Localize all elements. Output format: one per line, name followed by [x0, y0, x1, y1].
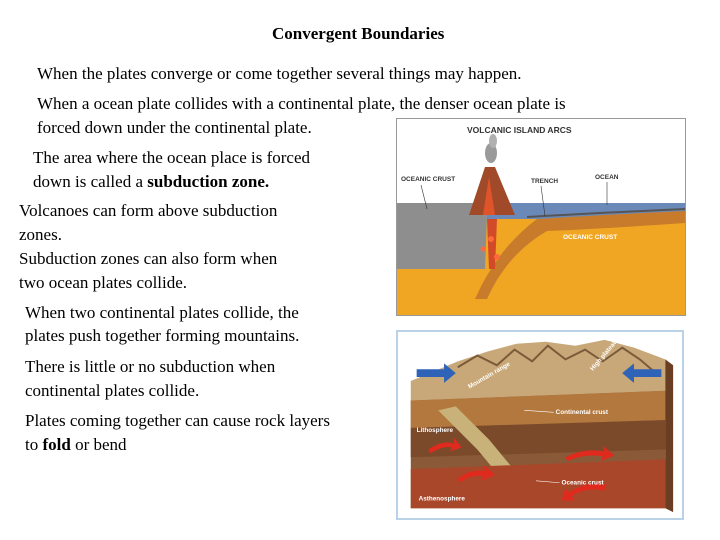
paragraph-ocean-continental-1: When a ocean plate collides with a conti…: [37, 94, 566, 113]
fig1-label-oceanic-crust-right: OCEANIC CRUST: [563, 234, 617, 241]
paragraph-continental-1: When two continental plates collide, the: [25, 303, 299, 322]
fig1-label-oceanic-crust-left: OCEANIC CRUST: [401, 176, 455, 183]
paragraph-volcanoes-1: Volcanoes can form above subduction: [19, 201, 278, 220]
paragraph-subduction-1: The area where the ocean place is forced: [33, 148, 311, 167]
subducting-plate: [475, 211, 685, 299]
paragraph-volcanoes-2: zones.: [19, 225, 62, 244]
paragraph-ocean-ocean-2: two ocean plates collide.: [19, 273, 188, 292]
oceanic-crust-left: [397, 203, 487, 269]
paragraph-no-subduction-1: There is little or no subduction when: [25, 357, 276, 376]
convection-arrow-2: [565, 445, 615, 462]
subduction-text: down is called a: [33, 172, 148, 191]
left-push-arrow: [416, 363, 456, 383]
fig1-label-ocean: OCEAN: [595, 174, 619, 181]
convection-arrow-1: [457, 465, 495, 483]
page-title: Convergent Boundaries: [272, 24, 445, 43]
convection-arrow-4: [428, 437, 462, 454]
fig1-label-trench: TRENCH: [531, 178, 558, 185]
paragraph-fold-1: Plates coming together can cause rock la…: [25, 411, 330, 430]
paragraph-ocean-continental-2: forced down under the continental plate.: [37, 118, 312, 137]
fig2-label-asthenosphere: Asthenosphere: [419, 495, 466, 502]
fold-text-post: or bend: [70, 435, 127, 454]
continental-collision-diagram: Mountain range High plateau Continental …: [396, 330, 684, 520]
right-push-arrow: [622, 363, 662, 383]
paragraph-subduction-2: down is called a subduction zone.: [33, 170, 269, 194]
paragraph-no-subduction-2: continental plates collide.: [25, 381, 200, 400]
fig1-title: VOLCANIC ISLAND ARCS: [467, 125, 572, 135]
smoke: [485, 143, 497, 163]
volcanic-island-arc-diagram: VOLCANIC ISLAND ARCS OCEANIC CRUST TRENC…: [396, 118, 686, 316]
fold-term: fold: [42, 435, 71, 454]
subduction-zone-term: subduction zone.: [147, 172, 270, 191]
fold-text-pre: to: [25, 435, 43, 454]
paragraph-continental-2: plates push together forming mountains.: [25, 326, 300, 345]
paragraph-ocean-ocean-1: Subduction zones can also form when: [19, 249, 278, 268]
paragraph-fold-2: to fold or bend: [25, 433, 127, 457]
fig2-label-continental-crust: Continental crust: [556, 409, 609, 416]
paragraph-converge: When the plates converge or come togethe…: [37, 64, 522, 83]
fig2-label-lithosphere: Lithosphere: [417, 427, 454, 434]
convection-arrow-3: [561, 483, 607, 501]
mountain-surface: [410, 339, 666, 401]
volcano: [469, 167, 515, 215]
fig2-label-oceanic-crust: Oceanic crust: [562, 480, 605, 487]
